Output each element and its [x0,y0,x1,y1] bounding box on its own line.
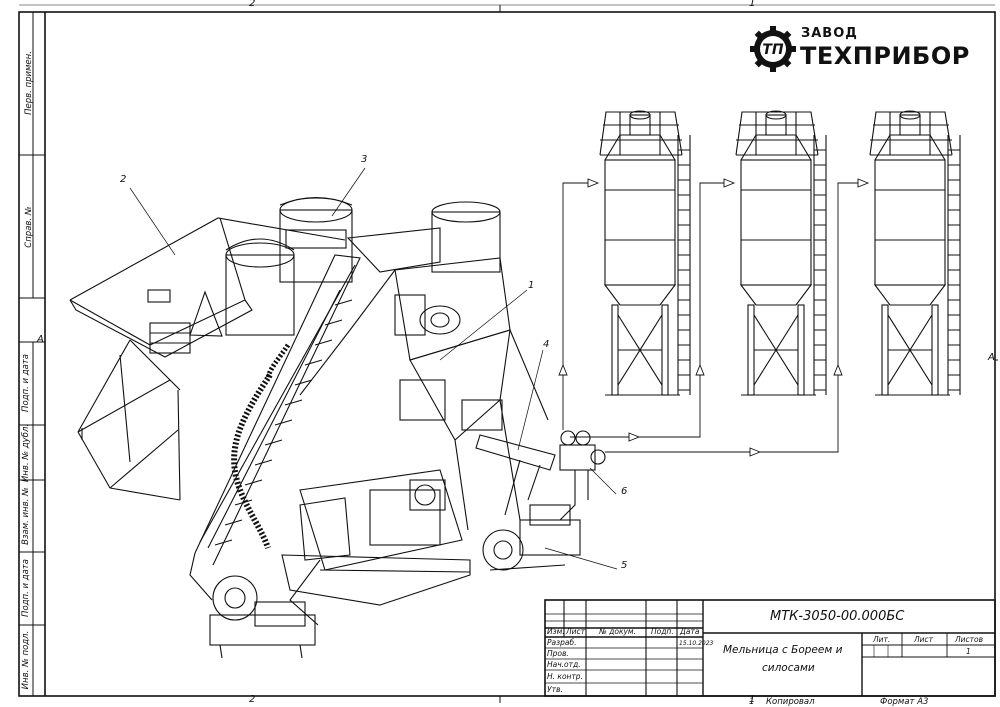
side-label: Подп. и дата [21,559,31,617]
footer-format: Формат А3 [880,697,929,707]
role-checker: Пров. [547,649,569,658]
document-designation: МТК-3050-00.000БС [770,609,905,624]
title-block-grid [544,599,996,697]
zone-marker: A [988,352,995,363]
footer-number: 1 [749,697,755,707]
callout-4: 4 [543,339,550,350]
mill-installation [69,197,606,659]
sheets-label: Листов [955,635,984,644]
role-developer: Разраб. [547,638,577,647]
sheet-label: Лист [914,635,934,644]
zone-marker: 1 [749,0,756,9]
callout-6: 6 [621,486,628,497]
zone-marker: 2 [249,694,256,705]
silo [869,110,961,396]
side-label: Подп. и дата [21,354,31,412]
header-doc: № докум. [599,627,636,636]
logo-line2: ТЕХПРИБОР [800,42,970,70]
lit-label: Лит. [873,635,891,644]
callout-5: 5 [621,560,628,571]
flow-lines [562,182,868,453]
silo [735,110,827,396]
side-label: Перв. примен. [24,51,34,115]
header-izm: Изм. [547,627,565,636]
callout-1: 1 [528,280,535,291]
side-label: Инв. № подл. [21,630,31,690]
logo-line1: ЗАВОД [801,26,858,41]
svg-text:ТП: ТП [762,42,784,58]
silos [599,110,961,396]
sheets-value: 1 [966,647,971,656]
header-date: Дата [680,627,700,636]
role-approved: Утв. [547,685,563,694]
footer-copied: Копировал [766,697,815,707]
logo-emblem: ТП [750,26,796,72]
header-list: Лист [566,627,586,636]
developer-date: 15.10.2023 [679,640,714,647]
side-label: Справ. № [24,206,34,248]
flow-arrows [558,178,870,457]
zone-marker: 2 [249,0,256,9]
side-label: Взам. инв. № [21,487,31,545]
role-norm-control: Н. контр. [547,672,583,681]
callout-3: 3 [361,154,368,165]
role-head: Нач.отд. [547,660,581,669]
drawing-name-line1: Мельница с Бореем и [723,644,843,656]
zone-marker: 1 [749,694,756,705]
zone-marker: A [37,334,44,345]
silo [599,110,691,396]
header-sign: Подп. [651,627,674,636]
leader-lines [129,167,618,570]
drawing-name-line2: силосами [762,662,815,674]
callout-2: 2 [120,174,127,185]
